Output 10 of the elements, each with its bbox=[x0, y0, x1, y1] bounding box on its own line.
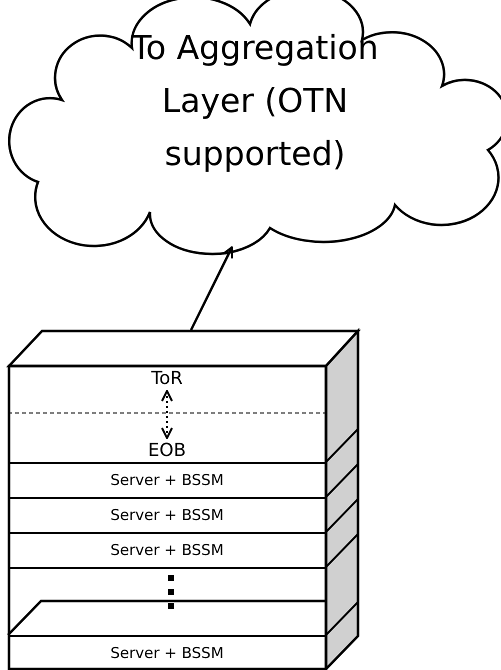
cloud-label: To Aggregation Layer (OTN supported) bbox=[130, 27, 380, 175]
unit-label: EOB bbox=[147, 438, 187, 463]
arrow bbox=[190, 246, 234, 331]
server-slot: Server + BSSM bbox=[8, 462, 326, 497]
server-slot: Server + BSSM bbox=[8, 497, 326, 532]
server-slot: Server + BSSM bbox=[8, 635, 326, 670]
empty-slot bbox=[8, 567, 326, 635]
unit-label: ToR bbox=[149, 367, 185, 391]
server-slot: Server + BSSM bbox=[8, 532, 326, 567]
arrow bbox=[161, 390, 173, 439]
